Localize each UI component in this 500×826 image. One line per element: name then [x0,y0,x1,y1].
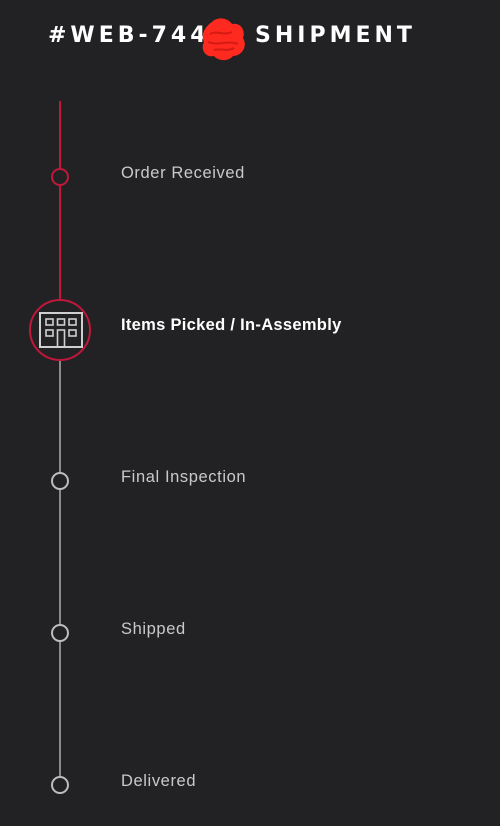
step-label-shipped: Shipped [121,620,186,638]
step-label-delivered: Delivered [121,772,197,790]
page-header: #WEB-744 SHIPMENT [0,18,500,61]
step-node-shipped [51,624,69,642]
step-label-order-received: Order Received [121,164,245,182]
step-label-final-inspection: Final Inspection [121,468,247,486]
timeline-line-complete [59,101,61,168]
step-label-items-picked: Items Picked / In-Assembly [121,316,342,334]
building-icon [39,312,83,348]
timeline-line-pending [59,490,61,624]
step-node-order-received [51,168,69,186]
step-node-items-picked [29,299,91,361]
step-node-delivered [51,776,69,794]
timeline-line-complete [59,186,61,299]
timeline-line-pending [59,642,61,776]
timeline-line-pending [59,361,61,472]
step-node-final-inspection [51,472,69,490]
shipment-title: SHIPMENT [255,23,416,48]
order-number-title: #WEB-744 [48,23,210,48]
redaction-scribble-icon [202,18,245,61]
